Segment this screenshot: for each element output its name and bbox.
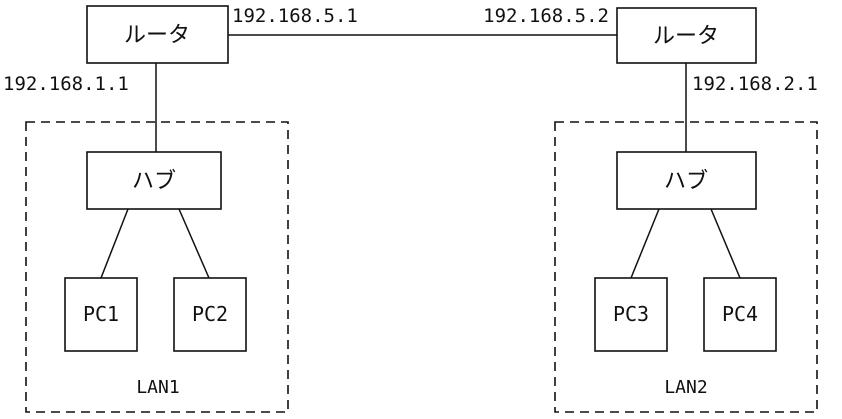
pc1-label: PC1 (83, 302, 119, 326)
pc4-box: PC4 (703, 277, 777, 352)
router1-box: ルータ (86, 5, 229, 64)
hub2-label: ハブ (664, 169, 708, 194)
lan2-label: LAN2 (664, 377, 707, 398)
router2-lan-address: 192.168.2.1 (692, 73, 818, 95)
pc3-label: PC3 (613, 302, 649, 326)
hub2-box: ハブ (616, 151, 757, 210)
hub1-box: ハブ (86, 151, 222, 210)
pc1-box: PC1 (64, 277, 138, 352)
pc3-box: PC3 (594, 277, 668, 352)
lan1-frame (25, 121, 289, 413)
hub1-to-pc1-link (100, 208, 129, 279)
pc2-label: PC2 (192, 302, 228, 326)
pc4-label: PC4 (722, 302, 758, 326)
hub1-label: ハブ (132, 169, 176, 194)
router1-label: ルータ (124, 23, 190, 48)
router2-box: ルータ (616, 7, 757, 64)
hub1-to-pc2-link (178, 208, 210, 279)
lan2-frame (554, 121, 818, 413)
lan1-label: LAN1 (136, 377, 179, 398)
router2-wan-address: 192.168.5.2 (483, 5, 609, 27)
hub2-to-pc4-link (710, 208, 741, 279)
router1-wan-address: 192.168.5.1 (232, 5, 358, 27)
hub2-to-pc3-link (630, 208, 660, 279)
router2-label: ルータ (653, 24, 719, 49)
router1-lan-address: 192.168.1.1 (3, 73, 129, 95)
pc2-box: PC2 (173, 277, 247, 352)
